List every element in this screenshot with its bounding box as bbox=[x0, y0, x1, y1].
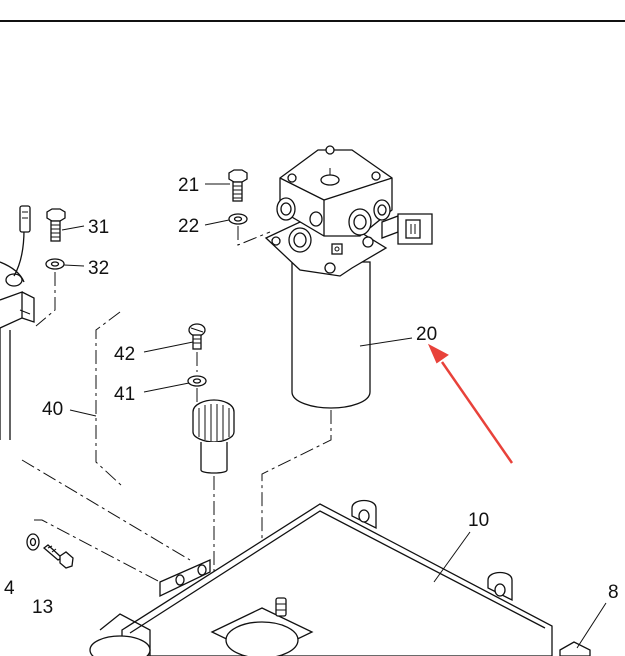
callout-21: 21 bbox=[178, 175, 199, 196]
screw-42 bbox=[188, 323, 206, 350]
callout-31: 31 bbox=[88, 217, 109, 238]
bolt-31 bbox=[46, 208, 66, 242]
washer-4 bbox=[26, 533, 40, 551]
callout-13: 13 bbox=[32, 597, 53, 618]
highlight-arrow bbox=[427, 343, 514, 464]
washer-41 bbox=[187, 375, 207, 387]
callout-42: 42 bbox=[114, 344, 135, 365]
callout-32: 32 bbox=[88, 258, 109, 279]
tank-10 bbox=[89, 499, 591, 656]
callout-10: 10 bbox=[468, 510, 489, 531]
washer-32 bbox=[45, 258, 65, 270]
callout-41: 41 bbox=[114, 384, 135, 405]
washer-22 bbox=[228, 213, 248, 225]
callout-20: 20 bbox=[416, 324, 437, 345]
filter-assembly-20 bbox=[264, 145, 433, 409]
bolt-21 bbox=[228, 169, 248, 202]
left-tank-partial bbox=[0, 205, 35, 440]
callout-8: 8 bbox=[608, 582, 619, 603]
callout-40: 40 bbox=[42, 399, 63, 420]
bolt-13 bbox=[42, 544, 74, 569]
breather-cap-40 bbox=[192, 399, 235, 474]
callout-4: 4 bbox=[4, 578, 15, 599]
callout-22: 22 bbox=[178, 216, 199, 237]
